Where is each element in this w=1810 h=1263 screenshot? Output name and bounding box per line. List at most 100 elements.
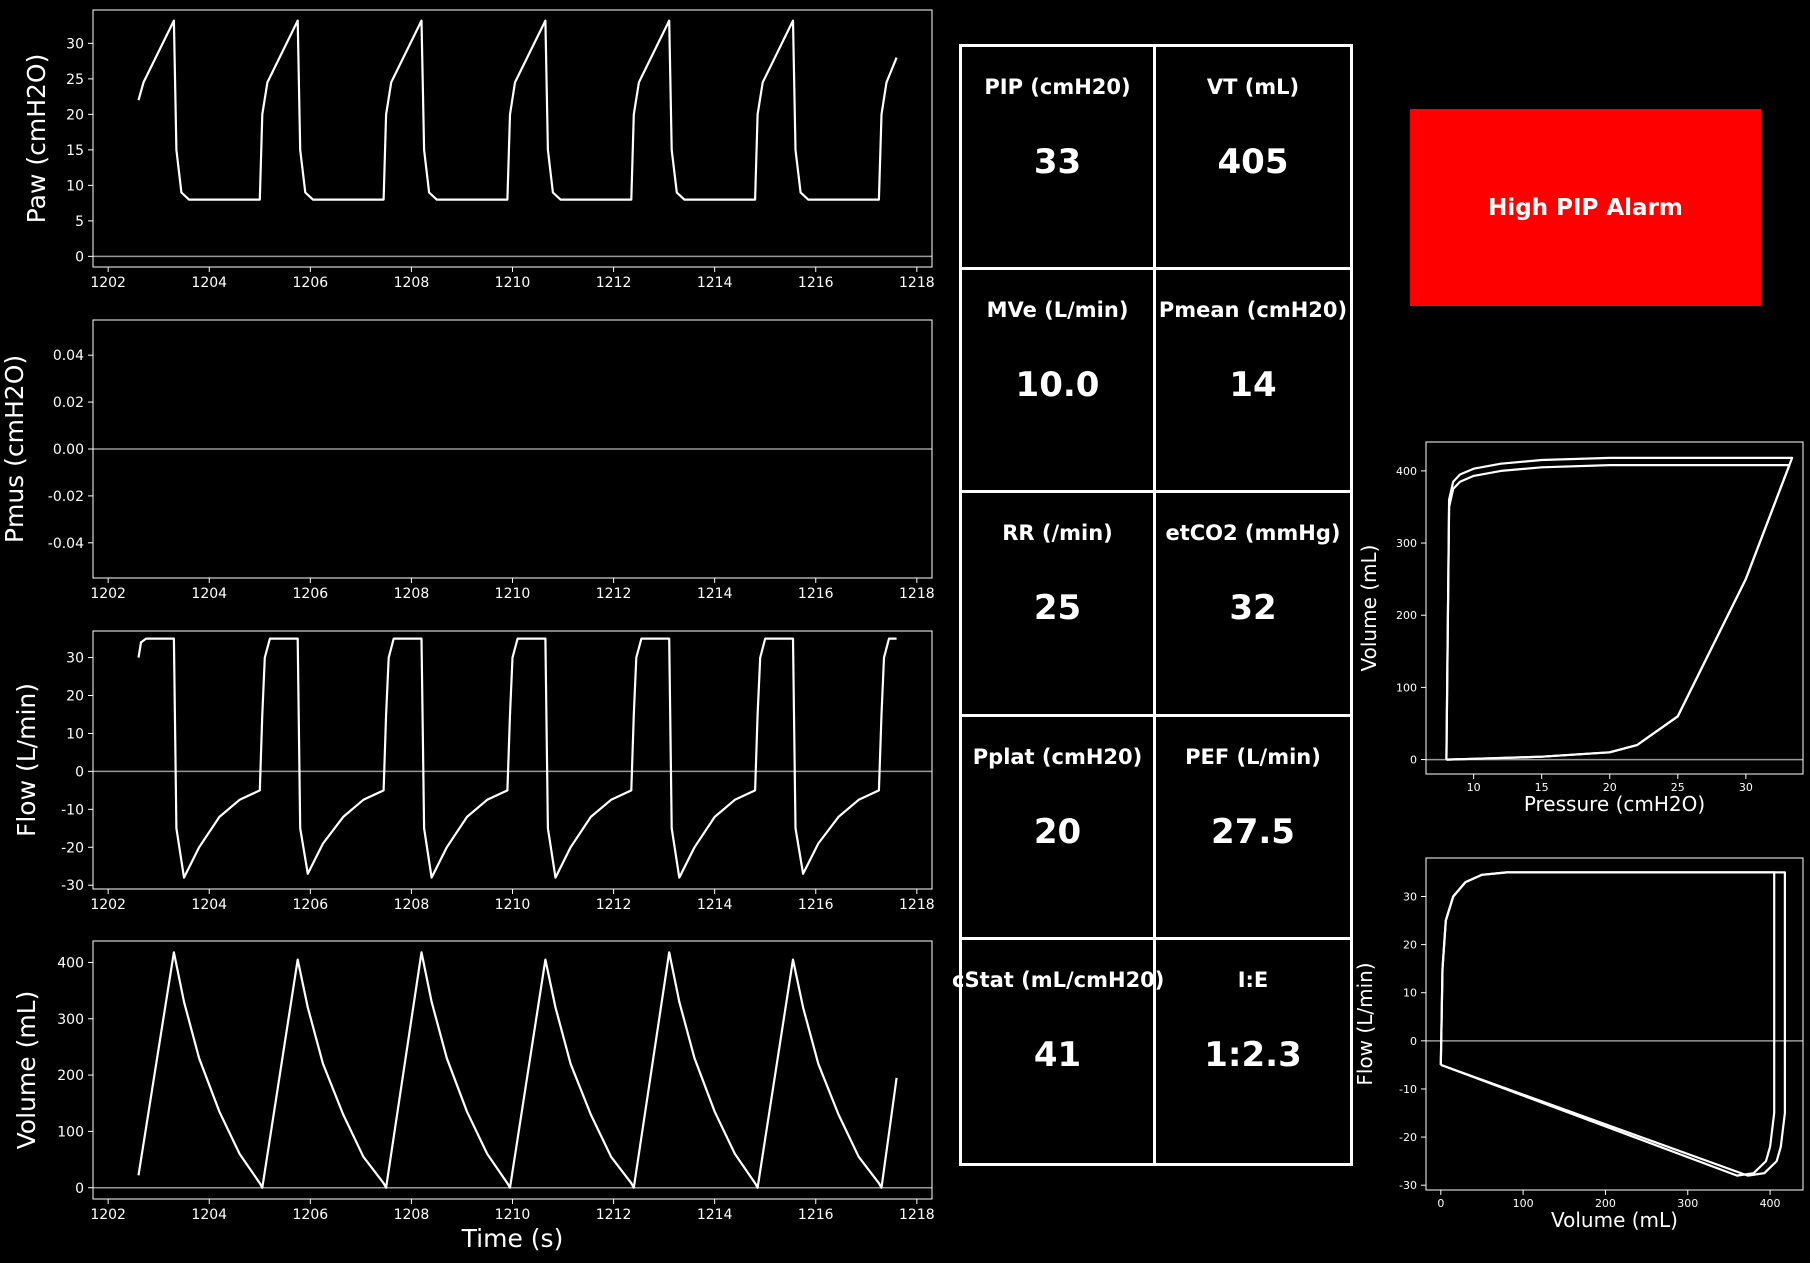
y-tick-label: -30 [1399, 1179, 1417, 1192]
x-tick-label: 1214 [697, 586, 733, 602]
x-tick-label: 30 [1739, 781, 1753, 794]
x-tick-label: 1206 [293, 275, 329, 291]
metric-etco2: etCO2 (mmHg) 32 [1156, 493, 1350, 717]
x-tick-label: 1210 [495, 897, 531, 913]
x-tick-label: 100 [1513, 1197, 1534, 1210]
y-tick-label: 100 [57, 1124, 84, 1140]
metric-label: RR (/min) [1002, 521, 1113, 546]
high-pip-alarm-banner: High PIP Alarm [1410, 109, 1761, 306]
metric-value: 33 [1033, 142, 1082, 182]
y-tick-label: 0.00 [53, 442, 84, 458]
y-tick-label: 400 [57, 955, 84, 971]
metric-value: 41 [1033, 1034, 1082, 1075]
y-axis-label: Pmus (cmH2O) [0, 355, 29, 543]
y-tick-label: 0.04 [53, 348, 84, 364]
x-tick-label: 1214 [697, 275, 733, 291]
x-tick-label: 25 [1671, 781, 1685, 794]
y-tick-label: 0.02 [53, 395, 84, 411]
x-tick-label: 1204 [191, 1207, 227, 1223]
x-tick-label: 1204 [191, 897, 227, 913]
y-tick-label: 0 [1410, 1035, 1417, 1048]
y-tick-label: 20 [66, 107, 84, 123]
y-tick-label: 10 [66, 178, 84, 194]
x-tick-label: 1210 [495, 1207, 531, 1223]
y-tick-label: -30 [61, 878, 84, 894]
y-tick-label: 25 [66, 72, 84, 88]
metric-cstat: cStat (mL/cmH20) 41 [952, 939, 1164, 1163]
x-tick-label: 1216 [798, 275, 834, 291]
metric-label: PEF (L/min) [1185, 744, 1321, 769]
x-tick-label: 1208 [394, 897, 430, 913]
metric-value: 20 [1033, 811, 1082, 852]
y-tick-label: 0 [75, 249, 84, 265]
x-tick-label: 1216 [798, 897, 834, 913]
series-line [137, 637, 897, 879]
x-tick-label: 1214 [697, 1207, 733, 1223]
metric-value: 1:2.3 [1204, 1034, 1302, 1075]
x-tick-label: 1202 [90, 586, 126, 602]
y-tick-label: 0 [75, 764, 84, 780]
x-tick-label: 200 [1595, 1197, 1616, 1210]
metric-value: 27.5 [1211, 811, 1295, 852]
x-axis-label: Time (s) [461, 1224, 564, 1253]
x-axis-label: Volume (mL) [1551, 1208, 1678, 1232]
metric-value: 10.0 [1015, 365, 1100, 406]
series-line [137, 951, 898, 1189]
metric-mve: MVe (L/min) 10.0 [962, 270, 1156, 494]
y-tick-label: -10 [1399, 1083, 1417, 1096]
metric-label: cStat (mL/cmH20) [952, 967, 1165, 992]
y-tick-label: -10 [61, 802, 84, 818]
y-tick-label: 0 [1410, 754, 1417, 767]
x-tick-label: 1208 [394, 586, 430, 602]
y-axis-label: Flow (L/min) [12, 683, 41, 837]
metric-label: VT (mL) [1206, 75, 1300, 99]
axes-frame [92, 940, 933, 1200]
x-tick-label: 1204 [191, 275, 227, 291]
y-tick-label: 10 [66, 726, 84, 742]
metric-label: MVe (L/min) [986, 298, 1129, 323]
metric-pip: PIP (cmH20) 33 [962, 47, 1156, 271]
x-tick-label: 10 [1467, 781, 1481, 794]
series-line [137, 19, 898, 201]
metric-pplat: Pplat (cmH20) 20 [962, 716, 1156, 940]
metric-label: etCO2 (mmHg) [1165, 521, 1341, 546]
metric-label: Pplat (cmH20) [972, 744, 1143, 769]
y-tick-label: 5 [75, 214, 84, 230]
metric-value: 32 [1229, 588, 1277, 629]
y-axis-label: Volume (mL) [12, 991, 41, 1150]
x-tick-label: 1206 [293, 1207, 329, 1223]
x-tick-label: 0 [1437, 1197, 1444, 1210]
x-tick-label: 15 [1535, 781, 1549, 794]
x-tick-label: 20 [1603, 781, 1617, 794]
metric-value: 14 [1229, 365, 1277, 406]
x-tick-label: 1214 [697, 897, 733, 913]
metrics-panel: PIP (cmH20) 33 VT (mL) 405 MVe (L/min) 1… [952, 44, 1353, 1166]
x-tick-label: 1218 [899, 897, 935, 913]
x-tick-label: 1206 [293, 897, 329, 913]
x-tick-label: 1216 [798, 1207, 834, 1223]
y-tick-label: -20 [1399, 1131, 1417, 1144]
x-tick-label: 1218 [899, 1207, 935, 1223]
metric-pef: PEF (L/min) 27.5 [1156, 717, 1350, 940]
y-tick-label: 400 [1396, 465, 1417, 478]
y-tick-label: 30 [1403, 890, 1417, 903]
x-tick-label: 1208 [394, 1207, 430, 1223]
metric-value: 25 [1033, 588, 1082, 629]
x-tick-label: 1212 [596, 275, 632, 291]
metric-label: I:E [1237, 967, 1269, 992]
series-line [1439, 871, 1787, 1177]
y-tick-label: 30 [66, 651, 84, 667]
y-tick-label: 10 [1403, 987, 1417, 1000]
y-tick-label: -0.04 [48, 536, 84, 552]
metric-ie: I:E 1:2.3 [1156, 940, 1350, 1163]
metric-value: 405 [1217, 142, 1289, 182]
x-tick-label: 1202 [90, 275, 126, 291]
y-tick-label: 300 [1396, 537, 1417, 550]
axes-frame [1425, 441, 1804, 775]
x-tick-label: 1218 [899, 586, 935, 602]
y-tick-label: 300 [57, 1012, 84, 1028]
x-tick-label: 300 [1677, 1197, 1698, 1210]
metric-vt: VT (mL) 405 [1156, 47, 1350, 271]
series-line [1445, 456, 1794, 761]
